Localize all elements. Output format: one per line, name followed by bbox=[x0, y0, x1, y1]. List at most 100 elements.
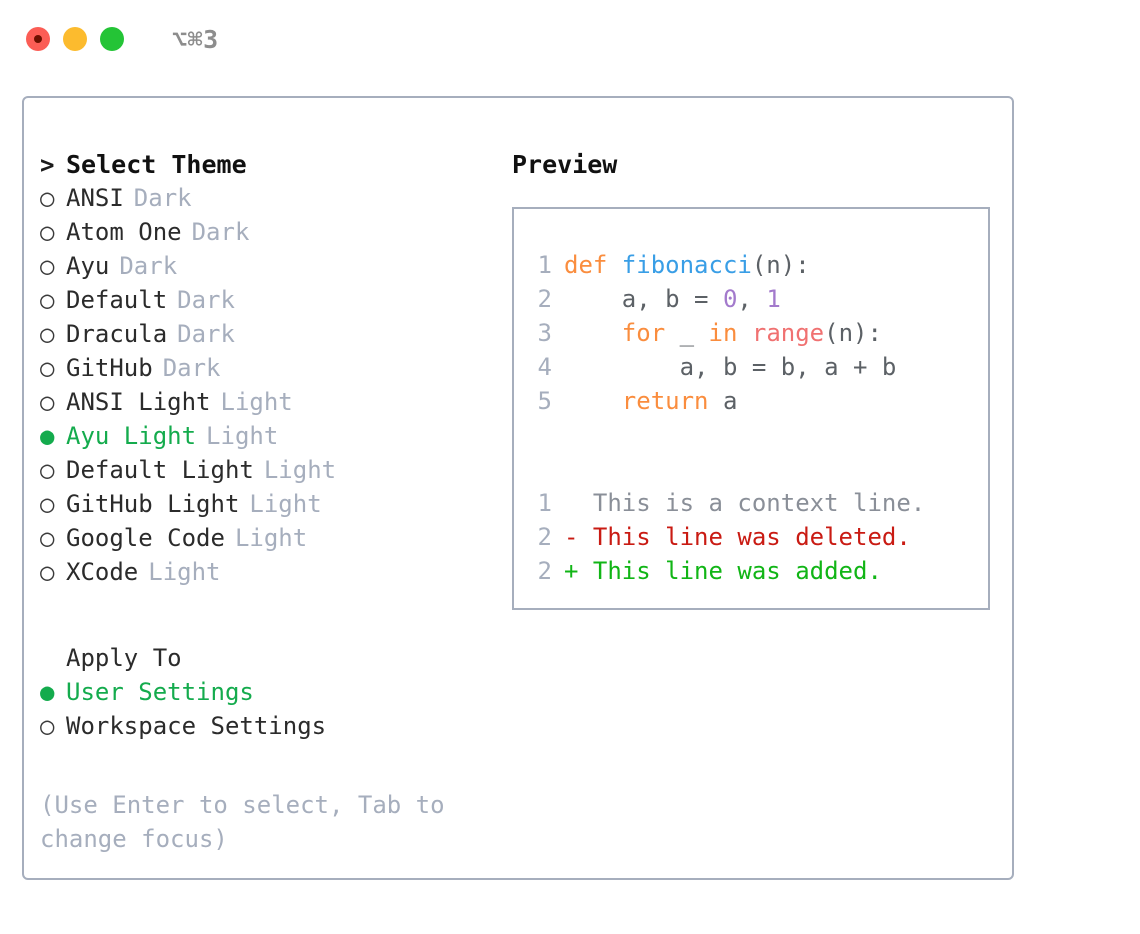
apply-to-option-workspace-settings[interactable]: ○ Workspace Settings bbox=[40, 712, 494, 746]
code-line: 4 a, b = b, a + b bbox=[514, 353, 988, 387]
theme-name: Ayu bbox=[66, 252, 110, 280]
line-number: 3 bbox=[537, 319, 552, 347]
window-title: ⌥⌘3 bbox=[172, 24, 219, 54]
maximize-button-icon[interactable] bbox=[100, 27, 124, 51]
theme-name: GitHub Light bbox=[66, 490, 240, 518]
theme-variant: Light bbox=[249, 490, 322, 518]
token-plain bbox=[564, 387, 622, 415]
radio-selected-icon[interactable]: ● bbox=[40, 422, 55, 450]
theme-name: XCode bbox=[66, 558, 139, 586]
code-content: for _ in range(n): bbox=[564, 319, 882, 347]
code-line: 3 for _ in range(n): bbox=[514, 319, 988, 353]
radio-unselected-icon[interactable]: ○ bbox=[40, 286, 55, 314]
line-number: 1 bbox=[537, 251, 552, 279]
select-theme-heading-label: Select Theme bbox=[66, 150, 247, 179]
token-keyword: return bbox=[621, 387, 709, 415]
diff-text: This is a context line. bbox=[592, 489, 926, 517]
theme-option-ayu-light[interactable]: ● Ayu Light Light bbox=[40, 422, 494, 456]
close-button-icon[interactable] bbox=[26, 27, 50, 51]
theme-variant: Light bbox=[206, 422, 279, 450]
theme-option-ansi[interactable]: ○ ANSI Dark bbox=[40, 184, 494, 218]
preview-column: Preview 1 def fibonacci(n): 2 a, b = 0, … bbox=[494, 98, 1012, 878]
theme-name: Dracula bbox=[66, 320, 168, 348]
radio-unselected-icon[interactable]: ○ bbox=[40, 184, 55, 212]
theme-variant: Dark bbox=[162, 354, 221, 382]
line-number: 2 bbox=[537, 557, 552, 585]
line-number: 4 bbox=[537, 353, 552, 381]
theme-name: Google Code bbox=[66, 524, 225, 552]
radio-unselected-icon[interactable]: ○ bbox=[40, 558, 55, 586]
radio-unselected-icon[interactable]: ○ bbox=[40, 252, 55, 280]
diff-sign: - bbox=[564, 523, 579, 551]
code-blank-line bbox=[514, 421, 988, 455]
radio-unselected-icon[interactable]: ○ bbox=[40, 354, 55, 382]
code-line: 5 return a bbox=[514, 387, 988, 421]
theme-variant: Light bbox=[234, 524, 308, 552]
token-plain: , bbox=[737, 285, 767, 313]
theme-option-xcode[interactable]: ○ XCode Light bbox=[40, 558, 494, 592]
main-panel: > Select Theme ○ ANSI Dark ○ Atom One Da… bbox=[22, 96, 1014, 880]
diff-content bbox=[578, 489, 592, 517]
minimize-button-icon[interactable] bbox=[63, 27, 87, 51]
theme-option-ansi-light[interactable]: ○ ANSI Light Light bbox=[40, 388, 494, 422]
traffic-light-controls bbox=[26, 27, 124, 51]
code-content: a, b = 0, 1 bbox=[564, 285, 781, 313]
theme-option-ayu[interactable]: ○ Ayu Dark bbox=[40, 252, 494, 286]
theme-option-github-light[interactable]: ○ GitHub Light Light bbox=[40, 490, 494, 524]
diff-content bbox=[578, 557, 592, 585]
radio-unselected-icon[interactable]: ○ bbox=[40, 712, 55, 740]
radio-unselected-icon[interactable]: ○ bbox=[40, 320, 55, 348]
theme-option-default-light[interactable]: ○ Default Light Light bbox=[40, 456, 494, 490]
apply-to-heading: . Apply To bbox=[40, 644, 494, 678]
token-plain: _ bbox=[665, 319, 709, 347]
radio-unselected-icon[interactable]: ○ bbox=[40, 490, 55, 518]
token-call: range bbox=[751, 319, 825, 347]
radio-unselected-icon[interactable]: ○ bbox=[40, 524, 55, 552]
token-keyword: for bbox=[621, 319, 666, 347]
code-content: a, b = b, a + b bbox=[564, 353, 897, 381]
token-plain bbox=[737, 319, 751, 347]
radio-unselected-icon[interactable]: ○ bbox=[40, 456, 55, 484]
code-content: def fibonacci(n): bbox=[564, 251, 810, 279]
apply-to-heading-label: Apply To bbox=[66, 644, 182, 672]
line-number: 5 bbox=[537, 387, 552, 415]
line-number: 2 bbox=[537, 523, 552, 551]
radio-selected-icon[interactable]: ● bbox=[40, 678, 55, 706]
diff-text: This line was added. bbox=[592, 557, 882, 585]
theme-name: GitHub bbox=[66, 354, 153, 382]
keyboard-hint-text: (Use Enter to select, Tab to change focu… bbox=[40, 791, 445, 853]
section-spacer bbox=[40, 592, 494, 644]
theme-variant: Light bbox=[220, 388, 293, 416]
theme-name: Ayu Light bbox=[66, 422, 197, 450]
title-bar: ⌥⌘3 bbox=[0, 0, 1140, 78]
token-plain: (n): bbox=[751, 251, 810, 279]
apply-to-option-label: User Settings bbox=[66, 678, 254, 706]
theme-option-default[interactable]: ○ Default Dark bbox=[40, 286, 494, 320]
diff-line-context: 1 This is a context line. bbox=[514, 489, 988, 523]
caret-icon: > bbox=[40, 151, 55, 179]
code-line: 2 a, b = 0, 1 bbox=[514, 285, 988, 319]
radio-unselected-icon[interactable]: ○ bbox=[40, 388, 55, 416]
theme-option-google-code[interactable]: ○ Google Code Light bbox=[40, 524, 494, 558]
theme-option-dracula[interactable]: ○ Dracula Dark bbox=[40, 320, 494, 354]
token-number: 0 bbox=[722, 285, 738, 313]
token-keyword: in bbox=[708, 319, 738, 347]
line-number: 1 bbox=[537, 489, 552, 517]
diff-sign: + bbox=[564, 557, 579, 585]
token-function: fibonacci bbox=[621, 251, 752, 279]
token-number: 1 bbox=[766, 285, 781, 313]
theme-option-atom-one[interactable]: ○ Atom One Dark bbox=[40, 218, 494, 252]
diff-line-deleted: 2 - This line was deleted. bbox=[514, 523, 988, 557]
token-keyword: def bbox=[564, 251, 622, 279]
theme-name: ANSI bbox=[66, 184, 124, 212]
token-plain: a, b = bbox=[564, 285, 723, 313]
token-plain: a, b = b, a + b bbox=[564, 353, 897, 381]
theme-variant: Dark bbox=[177, 320, 235, 348]
theme-variant: Dark bbox=[177, 286, 235, 314]
theme-option-github[interactable]: ○ GitHub Dark bbox=[40, 354, 494, 388]
token-plain: (n): bbox=[824, 319, 882, 347]
apply-to-option-user-settings[interactable]: ● User Settings bbox=[40, 678, 494, 712]
radio-unselected-icon[interactable]: ○ bbox=[40, 218, 55, 246]
theme-variant: Dark bbox=[119, 252, 178, 280]
theme-variant: Light bbox=[148, 558, 221, 586]
